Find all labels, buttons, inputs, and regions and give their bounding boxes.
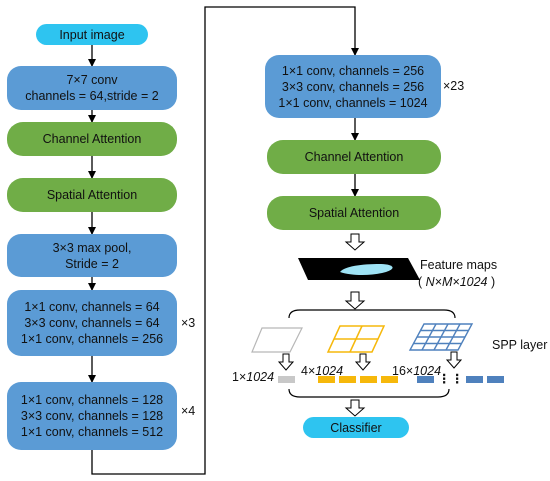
hollow-arrow-to-classifier — [344, 399, 366, 417]
spp-bottom-bracket — [288, 388, 450, 398]
hollow-arrow-pool-2 — [354, 353, 372, 371]
vector-4-label-prefix: 4× — [301, 364, 316, 378]
spatial-attention-label-left: Spatial Attention — [46, 188, 138, 202]
conv-block-1-line-2: 3×3 conv, channels = 64 — [24, 316, 160, 330]
spatial-attention-label-right: Spatial Attention — [308, 206, 400, 220]
pool-1x1-grid — [251, 327, 303, 353]
conv-block-2: 1×1 conv, channels = 128 3×3 conv, chann… — [7, 382, 177, 450]
conv-block-1-line-1: 1×1 conv, channels = 64 — [24, 300, 160, 314]
vector-4-label: 4×1024 — [301, 364, 343, 378]
conv-block-3: 1×1 conv, channels = 256 3×3 conv, chann… — [265, 55, 441, 118]
feature-map-image — [298, 258, 420, 280]
pool-2x2-grid — [326, 325, 386, 353]
vector-4-bins — [318, 376, 398, 383]
classifier-node: Classifier — [303, 417, 409, 438]
ellipsis-vertical-1: ⋮ — [438, 372, 451, 386]
conv-block-3-line-1: 1×1 conv, channels = 256 — [281, 63, 425, 78]
maxpool-node: 3×3 max pool, Stride = 2 — [7, 234, 177, 277]
input-image-label: Input image — [59, 27, 125, 42]
channel-attention-label-right: Channel Attention — [304, 150, 404, 164]
feature-maps-close-paren: ) — [491, 275, 496, 289]
classifier-label: Classifier — [330, 420, 382, 435]
channel-attention-node-left: Channel Attention — [7, 122, 177, 156]
conv7-line-2: channels = 64,stride = 2 — [25, 89, 159, 103]
conv-block-3-line-2: 3×3 conv, channels = 256 — [281, 79, 425, 94]
connector-left-to-right — [91, 6, 359, 475]
spp-layer-label: SPP layer — [492, 338, 548, 352]
spatial-attention-node-right: Spatial Attention — [267, 196, 441, 230]
conv-block-1-repeat: ×3 — [181, 316, 196, 330]
maxpool-line-1: 3×3 max pool, — [52, 240, 132, 255]
vector-1x1-label-prefix: 1× — [232, 370, 247, 384]
spatial-attention-node-left: Spatial Attention — [7, 178, 177, 212]
feature-maps-title: Feature maps — [420, 258, 498, 272]
feature-maps-open-paren: ( — [418, 275, 423, 289]
vector-16-label: 16×1024 — [392, 364, 441, 378]
vector-1x1-label-value: 1024 — [246, 370, 275, 384]
pool-4x4-grid — [408, 323, 474, 351]
channel-attention-node-right: Channel Attention — [267, 140, 441, 174]
conv-block-1-line-3: 1×1 conv, channels = 256 — [20, 332, 164, 346]
conv7-node: 7×7 conv channels = 64,stride = 2 — [7, 66, 177, 110]
ellipsis-vertical-2: ⋮ — [451, 372, 464, 386]
feature-maps-dims-value: N×M×1024 — [425, 275, 488, 289]
conv-block-2-line-1: 1×1 conv, channels = 128 — [20, 393, 164, 407]
conv-block-1: 1×1 conv, channels = 64 3×3 conv, channe… — [7, 290, 177, 356]
maxpool-line-2: Stride = 2 — [65, 256, 119, 271]
hollow-arrow-1 — [344, 233, 366, 251]
hollow-arrow-pool-3 — [445, 351, 463, 369]
feature-maps-dims: ( N×M×1024 ) — [418, 275, 495, 289]
vector-1x1 — [278, 376, 295, 383]
vector-16-label-prefix: 16× — [392, 364, 414, 378]
conv-block-2-line-2: 3×3 conv, channels = 128 — [20, 409, 164, 423]
vector-16-bins — [417, 376, 504, 383]
conv-block-2-line-3: 1×1 conv, channels = 512 — [20, 425, 164, 439]
spp-top-bracket — [288, 309, 456, 319]
conv-block-3-line-3: 1×1 conv, channels = 1024 — [278, 95, 428, 110]
conv-block-2-repeat: ×4 — [181, 404, 196, 418]
hollow-arrow-2 — [344, 291, 366, 310]
conv7-line-1: 7×7 conv — [66, 73, 118, 87]
vector-16-label-value: 1024 — [413, 364, 442, 378]
channel-attention-label-left: Channel Attention — [42, 132, 142, 146]
conv-block-3-repeat: ×23 — [443, 79, 465, 93]
input-image-node: Input image — [36, 24, 148, 45]
hollow-arrow-pool-1 — [277, 353, 295, 371]
vector-4-label-value: 1024 — [315, 364, 344, 378]
vector-1x1-label: 1×1024 — [232, 370, 274, 384]
